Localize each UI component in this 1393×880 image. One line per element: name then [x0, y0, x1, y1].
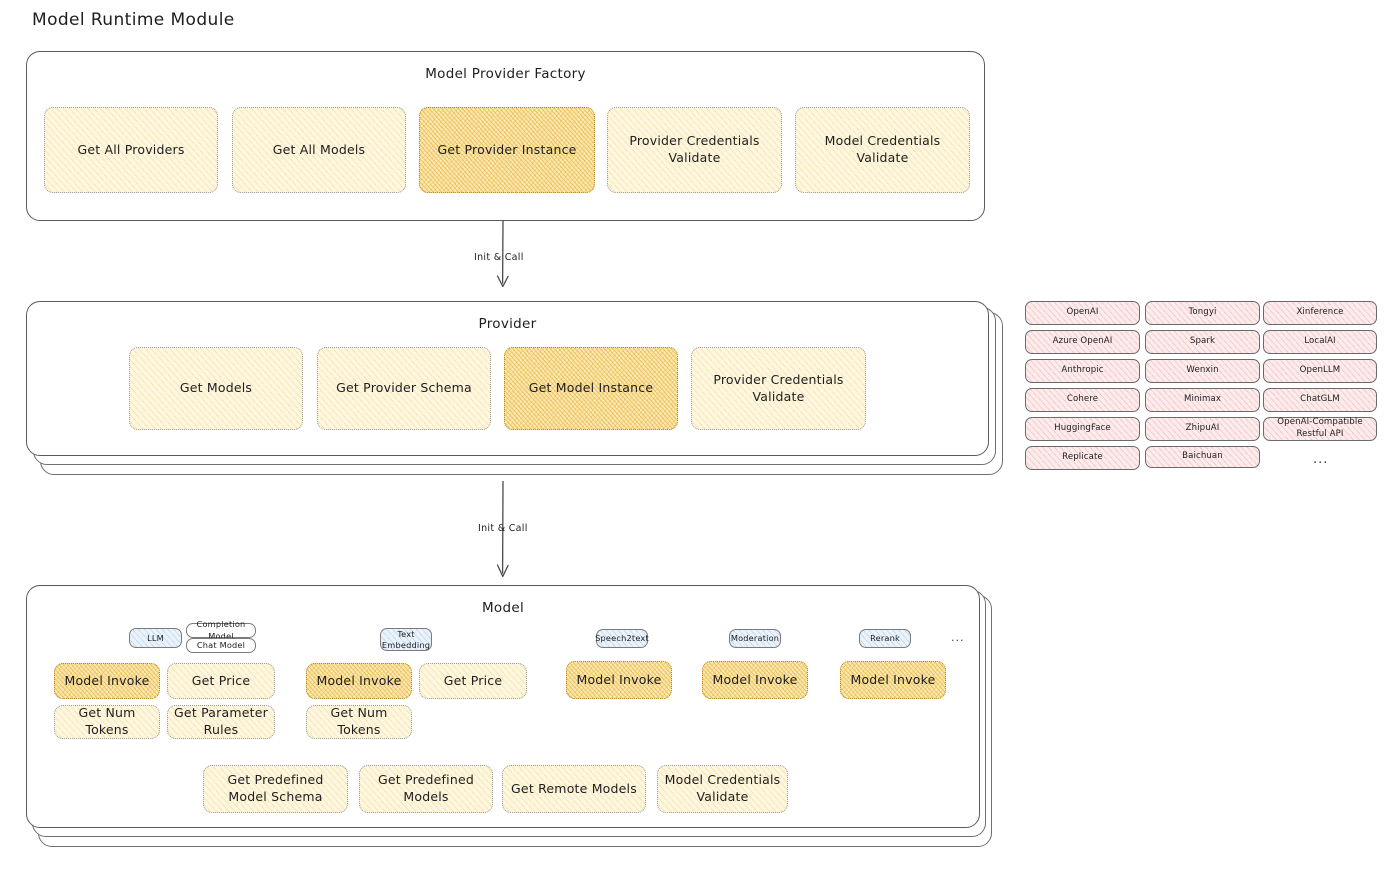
moderation-method-model-invoke[interactable]: Model Invoke — [702, 661, 808, 699]
text-embedding-method-get-num-tokens[interactable]: Get Num Tokens — [306, 705, 412, 739]
model-method-model-credentials-validate[interactable]: Model Credentials Validate — [657, 765, 788, 813]
factory-method-get-all-providers[interactable]: Get All Providers — [44, 107, 218, 193]
model-provider-factory-title: Model Provider Factory — [425, 66, 586, 82]
provider-chip-huggingface[interactable]: HuggingFace — [1025, 417, 1140, 441]
provider-chip-openai[interactable]: OpenAI — [1025, 301, 1140, 325]
arrow-label-init-and-call-1: Init & Call — [474, 252, 524, 263]
provider-chip-openai-compatible-restful-api[interactable]: OpenAI-Compatible Restful API — [1263, 417, 1377, 441]
factory-method-provider-credentials-validate[interactable]: Provider Credentials Validate — [607, 107, 782, 193]
provider-method-get-model-instance[interactable]: Get Model Instance — [504, 347, 678, 430]
model-type-badge-llm[interactable]: LLM — [129, 628, 182, 648]
provider-chip-localai[interactable]: LocalAI — [1263, 330, 1377, 354]
llm-method-model-invoke[interactable]: Model Invoke — [54, 663, 160, 699]
llm-method-get-parameter-rules[interactable]: Get Parameter Rules — [167, 705, 275, 739]
text-embedding-method-model-invoke[interactable]: Model Invoke — [306, 663, 412, 699]
provider-chip-replicate[interactable]: Replicate — [1025, 446, 1140, 470]
provider-chip-cohere[interactable]: Cohere — [1025, 388, 1140, 412]
model-type-badge-text-embedding[interactable]: Text Embedding — [380, 628, 432, 651]
factory-method-get-all-models[interactable]: Get All Models — [232, 107, 406, 193]
model-method-get-remote-models[interactable]: Get Remote Models — [502, 765, 646, 813]
model-type-badge-rerank[interactable]: Rerank — [859, 629, 911, 648]
model-subtype-badge-completion-model[interactable]: Completion Model — [186, 619, 256, 641]
provider-chip-azure-openai[interactable]: Azure OpenAI — [1025, 330, 1140, 354]
arrow-provider-to-model — [496, 481, 509, 578]
provider-list-ellipsis: ... — [1313, 452, 1329, 467]
provider-chip-spark[interactable]: Spark — [1145, 330, 1260, 354]
llm-method-get-price[interactable]: Get Price — [167, 663, 275, 699]
provider-method-get-provider-schema[interactable]: Get Provider Schema — [317, 347, 491, 430]
rerank-method-model-invoke[interactable]: Model Invoke — [840, 661, 946, 699]
model-types-ellipsis: ... — [951, 631, 965, 644]
arrow-factory-to-provider — [496, 221, 509, 288]
factory-method-get-provider-instance[interactable]: Get Provider Instance — [419, 107, 595, 193]
provider-chip-chatglm[interactable]: ChatGLM — [1263, 388, 1377, 412]
model-type-badge-moderation[interactable]: Moderation — [729, 629, 781, 648]
text-embedding-method-get-price[interactable]: Get Price — [419, 663, 527, 699]
provider-chip-anthropic[interactable]: Anthropic — [1025, 359, 1140, 383]
model-title: Model — [481, 600, 525, 616]
provider-chip-baichuan[interactable]: Baichuan — [1145, 446, 1260, 468]
arrow-label-init-and-call-2: Init & Call — [478, 523, 528, 534]
factory-method-model-credentials-validate[interactable]: Model Credentials Validate — [795, 107, 970, 193]
provider-chip-minimax[interactable]: Minimax — [1145, 388, 1260, 412]
provider-title: Provider — [478, 316, 537, 332]
model-subtype-badge-chat-model[interactable]: Chat Model — [186, 638, 256, 653]
provider-method-get-models[interactable]: Get Models — [129, 347, 303, 430]
provider-method-provider-credentials-validate[interactable]: Provider Credentials Validate — [691, 347, 866, 430]
provider-chip-tongyi[interactable]: Tongyi — [1145, 301, 1260, 325]
model-method-get-predefined-models[interactable]: Get Predefined Models — [359, 765, 493, 813]
model-type-badge-speech2text[interactable]: Speech2text — [595, 629, 649, 648]
provider-chip-wenxin[interactable]: Wenxin — [1145, 359, 1260, 383]
model-method-get-predefined-model-schema[interactable]: Get Predefined Model Schema — [203, 765, 348, 813]
page-title: Model Runtime Module — [32, 10, 235, 30]
provider-chip-openllm[interactable]: OpenLLM — [1263, 359, 1377, 383]
provider-chip-zhipuai[interactable]: ZhipuAI — [1145, 417, 1260, 441]
llm-method-get-num-tokens[interactable]: Get Num Tokens — [54, 705, 160, 739]
provider-chip-xinference[interactable]: Xinference — [1263, 301, 1377, 325]
speech2text-method-model-invoke[interactable]: Model Invoke — [566, 661, 672, 699]
